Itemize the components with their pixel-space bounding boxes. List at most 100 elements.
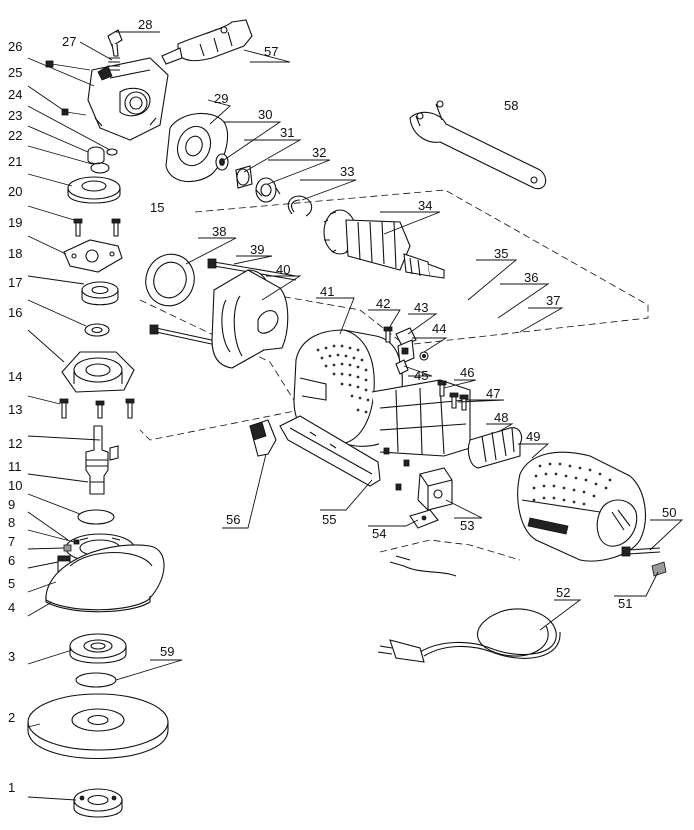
bearing-flange-16 xyxy=(61,351,135,393)
part-number-7: 7 xyxy=(8,534,15,549)
power-cable-52 xyxy=(377,555,561,663)
nut-8 xyxy=(63,544,72,552)
part-number-17: 17 xyxy=(8,275,22,290)
screw-46 xyxy=(437,380,447,397)
rear-housing-49 xyxy=(517,451,646,562)
part-number-46: 46 xyxy=(460,365,474,380)
spring-27 xyxy=(108,57,120,71)
part-number-13: 13 xyxy=(8,402,22,417)
brush-holder-43 xyxy=(395,327,417,365)
part-number-32: 32 xyxy=(312,145,326,160)
part-number-30: 30 xyxy=(258,107,272,122)
assembly-boundary-top xyxy=(194,189,649,346)
wheel-guard-4 xyxy=(45,544,165,613)
washer-17 xyxy=(84,323,110,337)
part-number-9: 9 xyxy=(8,497,15,512)
part-number-55: 55 xyxy=(322,512,336,527)
screw-50 xyxy=(621,546,661,557)
gear-housing-26 xyxy=(87,57,169,141)
rear-housing-dots-49 xyxy=(532,462,612,506)
part-number-44: 44 xyxy=(432,321,446,336)
cable-sleeve-48 xyxy=(467,427,523,469)
switch-lever-56 xyxy=(249,419,277,457)
cable-boundary xyxy=(379,539,521,561)
part-number-51: 51 xyxy=(618,596,632,611)
part-number-50: 50 xyxy=(662,505,676,520)
plate-19 xyxy=(63,239,123,273)
part-number-48: 48 xyxy=(494,410,508,425)
spanner-58 xyxy=(409,100,547,190)
screw-15 xyxy=(111,218,121,237)
part-number-45: 45 xyxy=(414,368,428,383)
o-ring-59 xyxy=(75,672,117,688)
key-13 xyxy=(109,445,119,461)
part-number-52: 52 xyxy=(556,585,570,600)
part-number-2: 2 xyxy=(8,710,15,725)
side-handle-57 xyxy=(161,19,253,65)
screw-9 xyxy=(73,539,80,545)
part-number-14: 14 xyxy=(8,369,22,384)
screw-center xyxy=(95,400,105,419)
part-number-56: 56 xyxy=(226,512,240,527)
part-number-58: 58 xyxy=(504,98,518,113)
lock-button-28 xyxy=(107,29,123,57)
capacitor-54 xyxy=(409,509,439,529)
part-number-8: 8 xyxy=(8,515,15,530)
circlip-22 xyxy=(90,162,110,174)
part-number-5: 5 xyxy=(8,576,15,591)
part-number-15: 15 xyxy=(150,200,164,215)
part-number-27: 27 xyxy=(62,34,76,49)
part-number-37: 37 xyxy=(546,293,560,308)
pinion-31 xyxy=(235,165,253,189)
spring-44 xyxy=(419,351,429,361)
bearing-cup-23 xyxy=(87,146,105,165)
part-number-6: 6 xyxy=(8,553,15,568)
part-number-42: 42 xyxy=(376,296,390,311)
part-number-40: 40 xyxy=(276,262,290,277)
part-number-36: 36 xyxy=(524,270,538,285)
screw-14b xyxy=(125,398,135,419)
washer-30 xyxy=(215,153,229,171)
part-number-20: 20 xyxy=(8,184,22,199)
bearing-cover-29 xyxy=(165,112,229,183)
part-number-24: 24 xyxy=(8,87,22,102)
part-number-41: 41 xyxy=(320,284,334,299)
inner-flange-3 xyxy=(69,633,127,664)
grinding-disc-2 xyxy=(27,693,169,759)
part-number-16: 16 xyxy=(8,305,22,320)
ring-24 xyxy=(106,148,118,156)
part-number-29: 29 xyxy=(214,91,228,106)
armature-34 xyxy=(323,209,445,279)
part-number-12: 12 xyxy=(8,436,22,451)
screw-20 xyxy=(73,218,83,237)
flange-21 xyxy=(67,176,121,204)
screw-25 xyxy=(61,108,87,116)
part-number-28: 28 xyxy=(138,17,152,32)
circlip-33 xyxy=(287,195,313,217)
part-number-31: 31 xyxy=(280,125,294,140)
part-number-39: 39 xyxy=(250,242,264,257)
part-number-49: 49 xyxy=(526,429,540,444)
part-number-43: 43 xyxy=(414,300,428,315)
part-number-11: 11 xyxy=(8,459,22,474)
housing-vent-dots-41 xyxy=(316,344,370,414)
part-number-59: 59 xyxy=(160,644,174,659)
leader-lines xyxy=(27,31,684,801)
part-number-53: 53 xyxy=(460,518,474,533)
baffle-38 xyxy=(145,253,195,307)
stator-40 xyxy=(211,269,289,369)
clamp-nut-1 xyxy=(73,788,123,818)
part-number-1: 1 xyxy=(8,780,15,795)
screw-14 xyxy=(59,398,69,419)
clip-51 xyxy=(651,561,667,577)
part-number-26: 26 xyxy=(8,39,22,54)
switch-rod-55 xyxy=(279,415,381,487)
part-number-22: 22 xyxy=(8,128,22,143)
carbon-brush-45 xyxy=(395,359,409,375)
part-number-23: 23 xyxy=(8,108,22,123)
part-number-4: 4 xyxy=(8,600,15,615)
part-number-54: 54 xyxy=(372,526,386,541)
part-number-21: 21 xyxy=(8,154,22,169)
part-number-57: 57 xyxy=(264,44,278,59)
